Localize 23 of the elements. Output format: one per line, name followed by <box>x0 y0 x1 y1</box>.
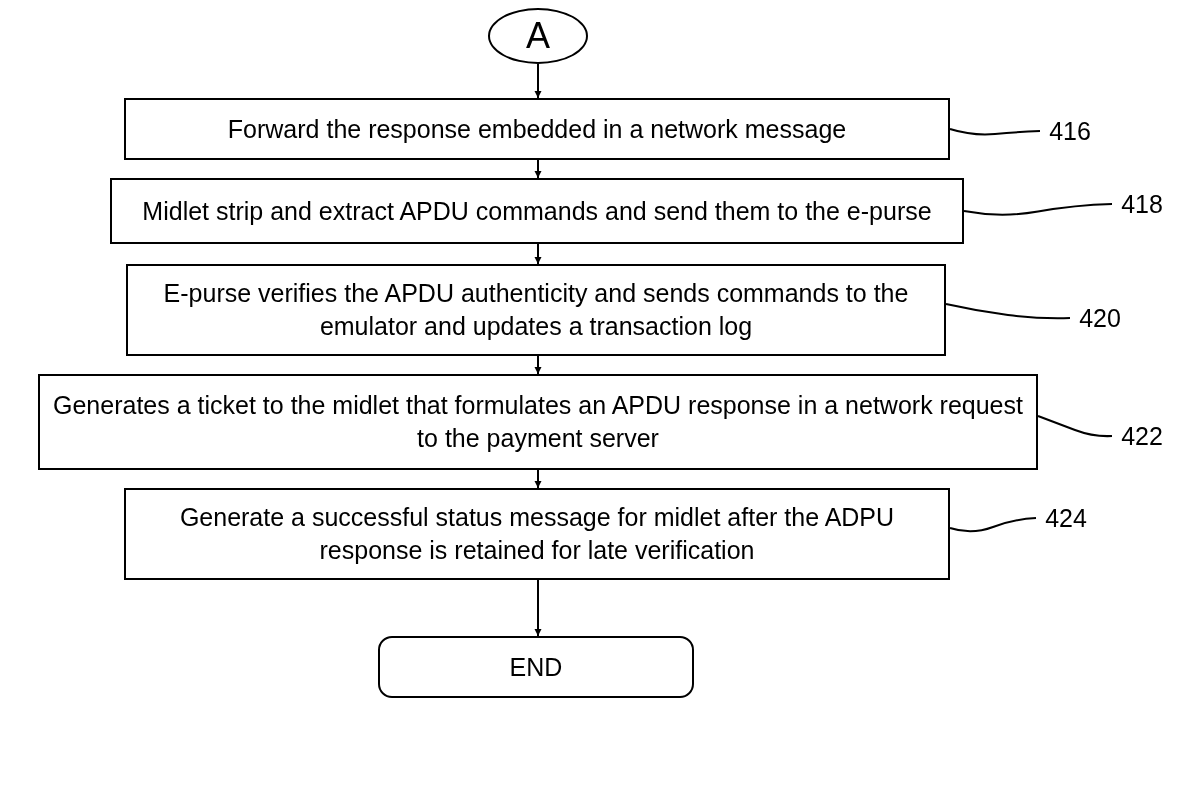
arrow <box>534 579 542 637</box>
terminal-box: END <box>378 636 694 698</box>
leader-line <box>949 128 1041 136</box>
arrow <box>534 243 542 265</box>
leader-line <box>945 303 1071 320</box>
arrow <box>534 63 542 99</box>
reference-number: 424 <box>1040 502 1092 534</box>
process-box: Generates a ticket to the midlet that formulates an APDU response in a network request to the payment server <box>38 374 1038 470</box>
process-box: E-purse verifies the APDU authenticity and sends commands to the emulator and updates a transaction log <box>126 264 946 356</box>
process-box: Generate a successful status message for midlet after the ADPU response is retained for late verification <box>124 488 950 580</box>
reference-number: 416 <box>1044 115 1096 147</box>
reference-number: 420 <box>1074 302 1126 334</box>
reference-number: 422 <box>1116 420 1168 452</box>
process-box: Midlet strip and extract APDU commands and send them to the e-purse <box>110 178 964 244</box>
leader-line <box>963 203 1113 216</box>
leader-line <box>1037 415 1113 438</box>
process-box: Forward the response embedded in a network message <box>124 98 950 160</box>
arrow <box>534 159 542 179</box>
connector-circle: A <box>488 8 588 64</box>
arrow <box>534 355 542 375</box>
reference-number: 418 <box>1116 188 1168 220</box>
arrow <box>534 469 542 489</box>
leader-line <box>949 517 1037 533</box>
